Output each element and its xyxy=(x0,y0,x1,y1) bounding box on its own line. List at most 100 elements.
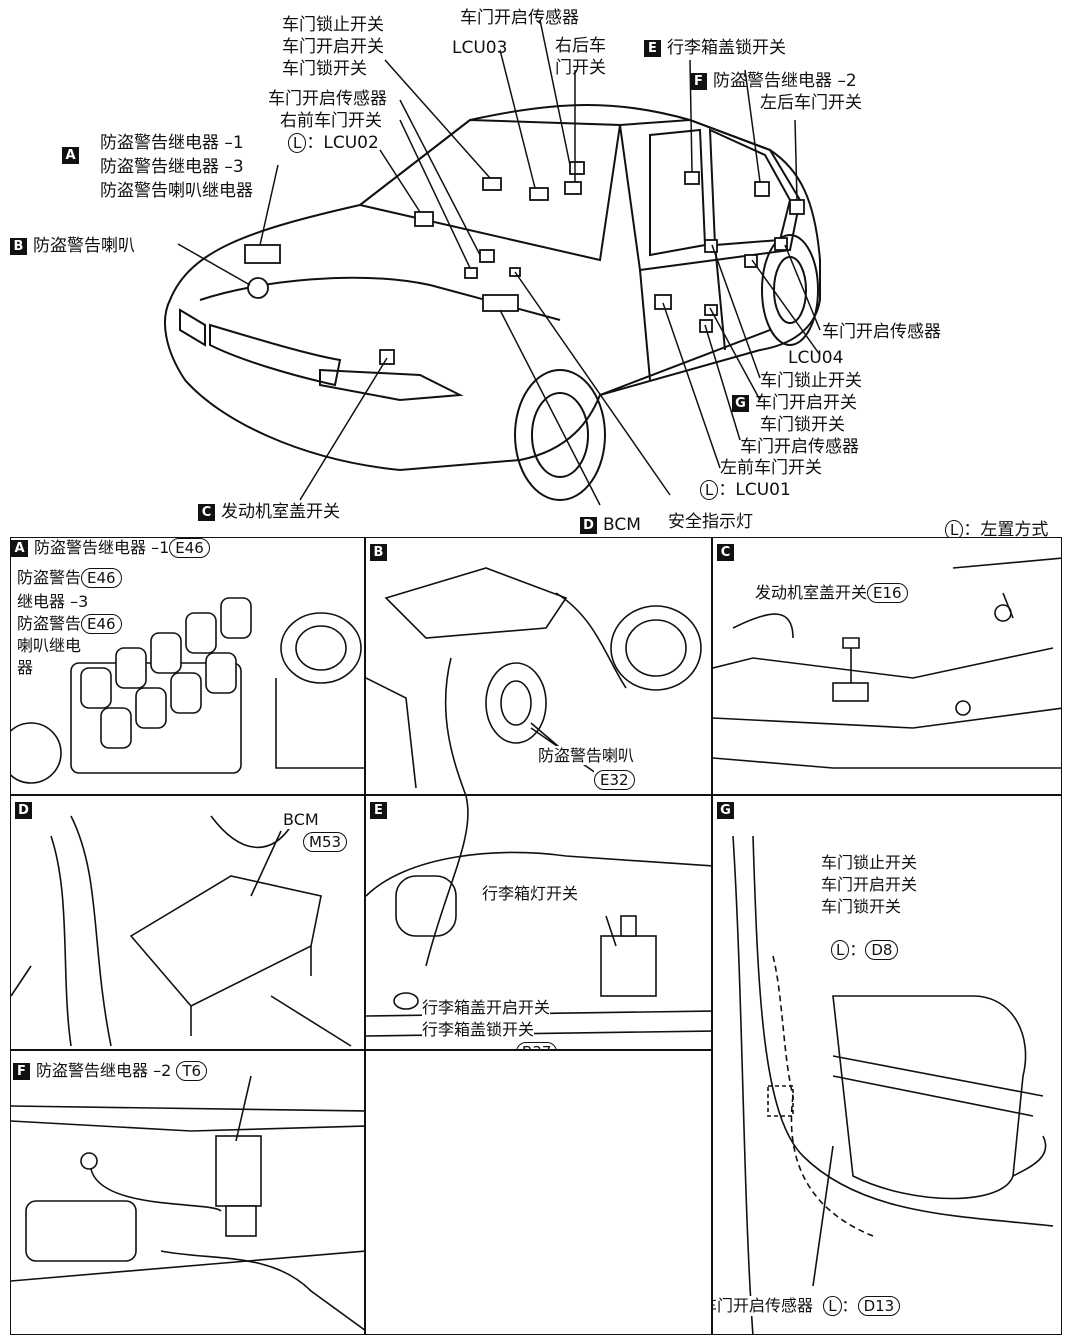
panel-E: E 行李箱灯开关 行李箱盖开启开关 行李箱盖锁开关 B37 xyxy=(365,795,712,1050)
label-theft-horn: 防盗警告喇叭 xyxy=(33,236,135,256)
label-left-rear-door: 左后车门开关 xyxy=(760,93,862,113)
panel-C-drawing xyxy=(713,557,1061,769)
label-right-front-door: 右前车门开关 xyxy=(280,111,382,131)
panel-F-marker: F xyxy=(13,1063,30,1080)
panel-G-L2: L xyxy=(823,1296,842,1316)
panel-D-tag: M53 xyxy=(303,832,348,852)
panel-G-tag: D8 xyxy=(865,940,899,960)
label-door-sensor-top: 车门开启传感器 xyxy=(460,8,579,28)
panel-C-tag: E16 xyxy=(867,583,908,603)
label-theft-relay-2: 防盗警告继电器 –2 xyxy=(713,71,857,91)
label-E: E 行李箱盖锁开关 xyxy=(644,38,786,58)
panel-F: F 防盗警告继电器 –2 T6 xyxy=(10,1050,365,1335)
panel-G-tag-row: L：D8 xyxy=(831,940,899,960)
label-door-open-switch: 车门开启开关 xyxy=(282,37,384,57)
panel-C-marker: C xyxy=(717,544,734,561)
panel-A-label2: 继电器 –3 xyxy=(17,592,89,611)
label-lcu02: L：LCU02 xyxy=(268,132,387,154)
panel-A-title-text: 防盗警告继电器 –1 xyxy=(34,538,170,557)
panel-E-label-mid: 行李箱盖开启开关 xyxy=(422,998,551,1017)
panel-G-tag2: D13 xyxy=(857,1296,901,1316)
label-g-door-open: 车门开启开关 xyxy=(755,393,857,413)
label-left-front-door: 左前车门开关 xyxy=(720,458,822,478)
panel-D-marker-wrap: D xyxy=(15,800,38,819)
panel-B-marker-wrap: B xyxy=(370,542,393,561)
panel-F-tag: T6 xyxy=(176,1061,208,1081)
marker-F: F xyxy=(690,72,707,90)
label-bcm: BCM xyxy=(603,515,641,535)
marker-G: G xyxy=(732,394,749,412)
label-theft-relay-1: 防盗警告继电器 –1 xyxy=(100,133,244,153)
panel-C-marker-wrap: C xyxy=(717,542,740,561)
panel-D: D BCM M53 xyxy=(10,795,365,1050)
panel-D-drawing xyxy=(11,815,352,1047)
label-g-lock-stop: 车门锁止开关 xyxy=(760,371,862,391)
panel-B-label: 防盗警告喇叭 xyxy=(538,746,635,765)
label-safety-lamp: 安全指示灯 xyxy=(668,512,753,532)
label-lcu03: LCU03 xyxy=(452,38,508,58)
marker-D: D xyxy=(580,516,597,534)
label-lcu01: L：LCU01 xyxy=(700,480,791,500)
panel-G-drawing xyxy=(732,835,1054,1334)
label-right-rear-door-1: 右后车 xyxy=(555,36,606,56)
label-trunk-lock-switch: 行李箱盖锁开关 xyxy=(667,38,786,58)
panel-A-tag3: E46 xyxy=(81,614,122,634)
panel-G-marker: G xyxy=(717,802,734,819)
label-g-door-lock: 车门锁开关 xyxy=(760,415,845,435)
panel-A-label5: 器 xyxy=(17,658,34,677)
panel-E-tag: B37 xyxy=(516,1042,558,1049)
label-g-door-sensor: 车门开启传感器 xyxy=(740,437,859,457)
marker-E: E xyxy=(644,39,661,57)
panel-F-title-text: 防盗警告继电器 –2 xyxy=(36,1061,172,1080)
marker-A: A xyxy=(62,147,79,164)
panel-B-marker: B xyxy=(370,544,387,561)
panel-D-marker: D xyxy=(15,802,32,819)
marker-C: C xyxy=(198,503,215,521)
panel-A-l0: 防盗警告 xyxy=(17,568,82,587)
L-symbol: L xyxy=(288,133,307,153)
panel-G-marker-wrap: G xyxy=(717,800,740,819)
panel-A-l2: 防盗警告 xyxy=(17,614,82,633)
label-lcu04: LCU04 xyxy=(788,348,844,368)
panel-G-L: L xyxy=(831,940,850,960)
panel-G-l1: 车门开启开关 xyxy=(821,875,918,894)
panel-A-tag: E46 xyxy=(169,538,210,558)
panel-E-marker-wrap: E xyxy=(370,800,393,819)
label-top-switches: 车门锁止开关 车门开启开关 车门锁开关 xyxy=(282,14,384,80)
panel-G-bottom: 车门开启传感器 L：D13 xyxy=(712,1296,901,1316)
label-F: F 防盗警告继电器 –2 左后车门开关 xyxy=(690,70,862,114)
label-door-lock-switch: 车门锁开关 xyxy=(282,59,367,79)
panel-G-l0: 车门锁止开关 xyxy=(821,853,918,872)
lcu02-text: ：LCU02 xyxy=(306,133,379,153)
label-theft-relay-3: 防盗警告继电器 –3 xyxy=(100,157,244,177)
label-right-rear-door: 右后车 门开关 xyxy=(555,35,606,79)
panel-A-drawing xyxy=(11,597,364,784)
label-right-sensor: 车门开启传感器 xyxy=(822,322,941,342)
panel-E-label-bot: 行李箱盖锁开关 xyxy=(422,1020,535,1039)
label-door-sensor-rf: 车门开启传感器 xyxy=(268,89,387,109)
car-illustration xyxy=(164,19,821,506)
legend-text: ：左置方式 xyxy=(963,520,1049,540)
panel-E-label-top: 行李箱灯开关 xyxy=(482,884,579,903)
panel-D-label: BCM xyxy=(283,810,319,829)
panel-G-labels: 车门锁止开关 车门开启开关 车门锁开关 xyxy=(821,852,918,918)
panel-G-l2: 车门锁开关 xyxy=(821,897,902,916)
legend: L：左置方式 xyxy=(945,520,1048,540)
panel-A-tag2: E46 xyxy=(81,568,122,588)
panel-G-bottom-text: 车门开启传感器 xyxy=(712,1296,814,1315)
panel-F-title: F 防盗警告继电器 –2 T6 xyxy=(13,1061,208,1081)
label-G-group: 车门锁止开关 G 车门开启开关 车门锁开关 车门开启传感器 xyxy=(732,370,862,458)
panel-B-tag: E32 xyxy=(594,770,635,790)
label-D: D BCM xyxy=(580,515,641,535)
L-symbol-2: L xyxy=(700,480,719,500)
label-horn-relay: 防盗警告喇叭继电器 xyxy=(100,181,253,201)
panel-empty xyxy=(365,1050,712,1335)
